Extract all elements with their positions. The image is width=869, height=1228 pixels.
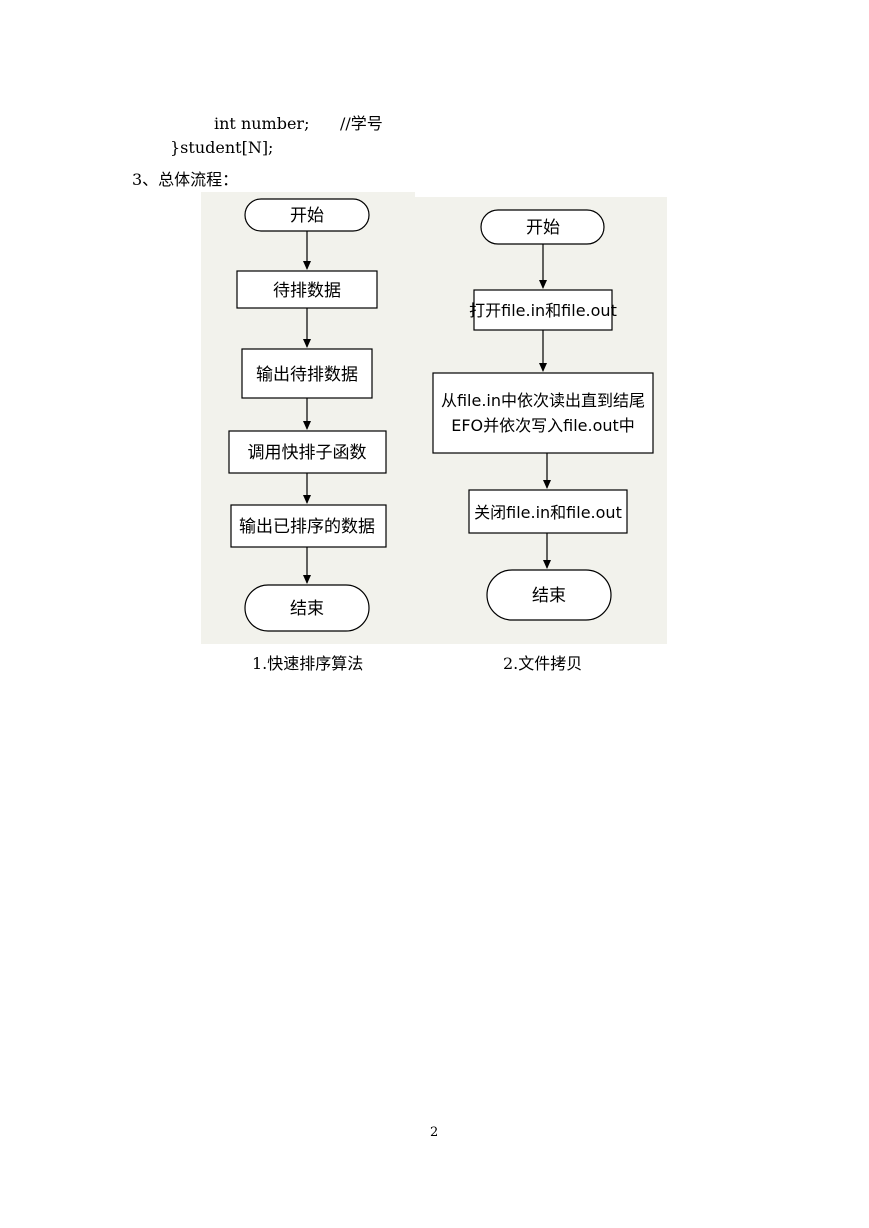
page-number: 2	[430, 1125, 439, 1140]
code-line-struct-end: }student[N];	[170, 138, 274, 157]
flowchart-left	[228, 198, 387, 632]
right-copy-loop-label-line2: EFO并依次写入file.out中	[451, 416, 635, 435]
caption-file-copy: 2.文件拷贝	[503, 654, 583, 673]
left-start-label: 开始	[290, 206, 324, 226]
left-output-data-node	[241, 348, 373, 399]
right-open-files-label: 打开file.in和file.out	[469, 301, 617, 320]
code-line-number: int number; //学号	[214, 114, 383, 133]
section-title: 3、总体流程：	[132, 170, 239, 189]
right-open-files-node	[473, 289, 613, 331]
left-output-sorted-node	[230, 504, 387, 548]
right-end-node	[486, 569, 612, 621]
right-end-label: 结束	[532, 586, 566, 606]
right-copy-loop-node	[432, 372, 654, 454]
right-close-files-label: 关闭file.in和file.out	[474, 503, 622, 522]
right-close-files-node	[468, 489, 628, 534]
left-call-quicksort-label: 调用快排子函数	[248, 443, 367, 463]
left-call-quicksort-node	[228, 430, 387, 474]
left-end-node	[244, 584, 370, 632]
left-data-label: 待排数据	[273, 281, 341, 301]
caption-quicksort: 1.快速排序算法	[252, 654, 364, 673]
right-start-label: 开始	[526, 218, 560, 238]
left-output-sorted-label: 输出已排序的数据	[239, 517, 375, 537]
flowchart-right	[432, 209, 654, 621]
right-copy-loop-label-line1: 从file.in中依次读出直到结尾	[441, 391, 645, 410]
left-output-data-label: 输出待排数据	[256, 365, 358, 385]
left-end-label: 结束	[290, 599, 324, 619]
left-data-node	[236, 270, 378, 309]
